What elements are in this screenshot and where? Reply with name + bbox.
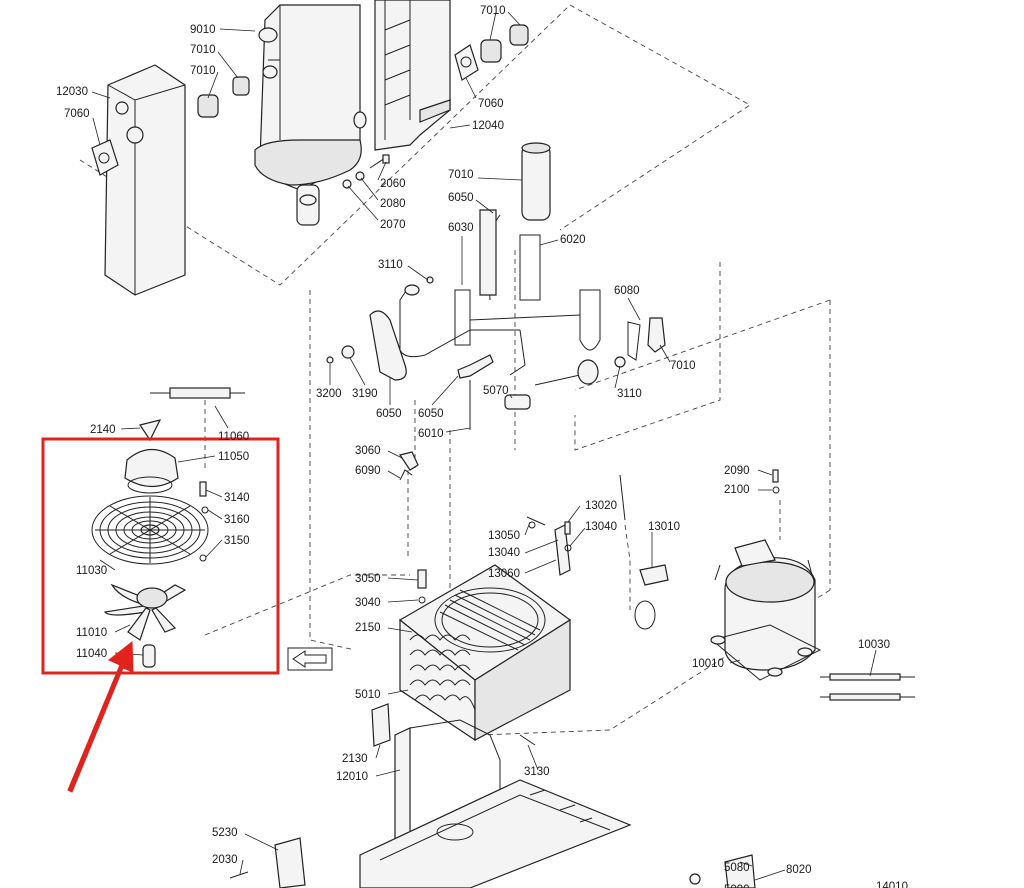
label-2140: 2140	[90, 424, 116, 436]
label-13040-b: 13040	[585, 521, 617, 533]
fan-motor-assembly	[91, 387, 245, 668]
wire-harness-10030	[820, 673, 915, 701]
label-6050-a: 6050	[448, 192, 474, 204]
drier-filter-7010	[521, 142, 551, 221]
label-13060: 13060	[488, 568, 520, 580]
part-labels: 9010 7010 7010 7010 12030 7060 7060 1204…	[56, 5, 908, 888]
label-6050-c: 6050	[418, 408, 444, 420]
label-3050: 3050	[355, 573, 381, 585]
label-5090: 5090	[724, 884, 750, 888]
label-3060: 3060	[355, 445, 381, 457]
label-13010: 13010	[648, 521, 680, 533]
label-6030: 6030	[448, 222, 474, 234]
fan-guard-11030	[91, 495, 209, 565]
label-13050: 13050	[488, 530, 520, 542]
condenser-5010	[398, 564, 572, 742]
label-5010: 5010	[355, 689, 381, 701]
label-5080: 5080	[724, 862, 750, 874]
label-2130: 2130	[342, 753, 368, 765]
evaporator-tank-assembly	[254, 4, 367, 226]
fan-blade-11010	[103, 583, 187, 641]
highlight-arrow-icon	[67, 640, 134, 793]
label-13040-a: 13040	[488, 547, 520, 559]
label-2090: 2090	[724, 465, 750, 477]
label-6010: 6010	[418, 428, 444, 440]
label-7060-a: 7060	[64, 108, 90, 120]
label-2060: 2060	[380, 178, 406, 190]
label-5070: 5070	[483, 385, 509, 397]
label-3110-b: 3110	[617, 388, 642, 400]
label-9010: 9010	[190, 24, 216, 36]
bracket-and-screws	[399, 451, 780, 630]
label-3140: 3140	[224, 492, 250, 504]
label-3190: 3190	[352, 388, 378, 400]
highlight-annotation	[41, 437, 280, 793]
label-7010-a: 7010	[190, 44, 216, 56]
label-10010: 10010	[692, 658, 724, 670]
label-8020: 8020	[786, 864, 812, 876]
evaporator-plate	[374, 0, 451, 151]
label-7010-e: 7010	[670, 360, 696, 372]
label-12040: 12040	[472, 120, 504, 132]
label-3200: 3200	[316, 388, 342, 400]
label-11050: 11050	[218, 451, 249, 463]
base-frame-12010	[229, 703, 756, 888]
label-11030: 11030	[76, 565, 107, 577]
label-6050-b: 6050	[376, 408, 402, 420]
highlight-box	[41, 437, 280, 675]
label-3150: 3150	[224, 535, 250, 547]
gasket-7060-left	[91, 139, 119, 176]
gasket-7060-right	[454, 44, 479, 81]
label-6020: 6020	[560, 234, 586, 246]
label-11010: 11010	[76, 627, 107, 639]
label-13020: 13020	[585, 500, 617, 512]
hose-connectors-7010	[197, 24, 529, 118]
label-3110-a: 3110	[378, 259, 403, 271]
label-12030: 12030	[56, 86, 88, 98]
label-12010: 12010	[336, 771, 368, 783]
label-2100: 2100	[724, 484, 750, 496]
direction-arrow-icon	[287, 647, 333, 671]
label-7010-b: 7010	[190, 65, 216, 77]
compressor-10010	[710, 539, 822, 681]
label-6080: 6080	[614, 285, 640, 297]
label-2080: 2080	[380, 198, 406, 210]
label-10030: 10030	[858, 639, 890, 651]
label-7010-d: 7010	[448, 169, 474, 181]
leader-lines	[91, 11, 877, 881]
label-2030: 2030	[212, 854, 238, 866]
label-14010: 14010	[876, 881, 908, 888]
label-11040: 11040	[76, 648, 107, 660]
label-3130: 3130	[524, 766, 550, 778]
label-7060-b: 7060	[478, 98, 504, 110]
label-5230: 5230	[212, 827, 238, 839]
screws-2060-2080-2070	[342, 154, 390, 189]
label-3160: 3160	[224, 514, 250, 526]
label-2150: 2150	[355, 622, 381, 634]
label-3040: 3040	[355, 597, 381, 609]
label-2070: 2070	[380, 219, 406, 231]
label-7010-c: 7010	[480, 5, 506, 17]
left-side-panel	[104, 64, 186, 296]
capillary-tubes	[326, 209, 666, 430]
assembly-guide-lines	[79, 4, 831, 736]
label-11060: 11060	[218, 431, 249, 443]
label-6090: 6090	[355, 465, 381, 477]
